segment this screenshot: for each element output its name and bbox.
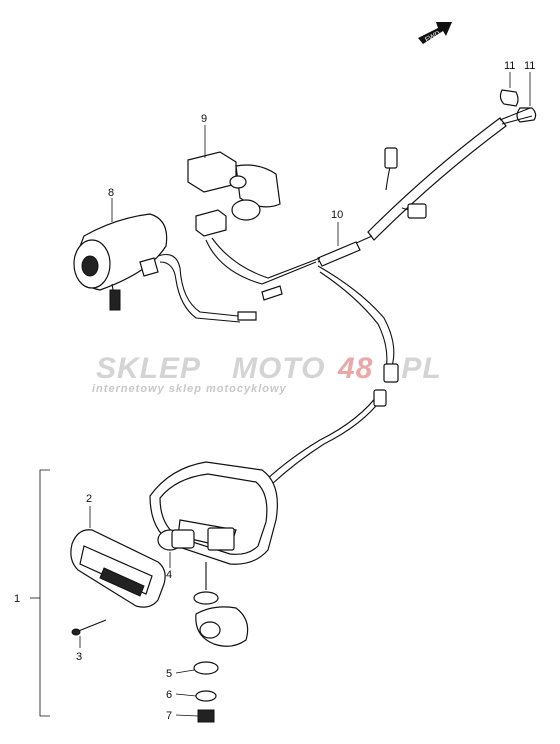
- watermark-part2: MOTO: [232, 352, 325, 385]
- callout-9: 9: [201, 113, 207, 125]
- lens: [70, 506, 166, 608]
- lamp-housing: [73, 198, 241, 323]
- connector-11a: [499, 72, 519, 107]
- callout-2: 2: [86, 493, 92, 505]
- group-bracket: [30, 469, 50, 717]
- callout-1: 1: [14, 593, 20, 605]
- relay-connector: [195, 209, 321, 285]
- callout-10: 10: [331, 209, 343, 221]
- watermark: SKLEP MOTO 48 .PL internetowy sklep moto…: [92, 352, 442, 395]
- callout-8: 8: [108, 187, 114, 199]
- callout-6: 6: [166, 689, 172, 701]
- tail-lamp-cable: [265, 265, 399, 485]
- watermark-tagline: internetowy sklep motocyklowy: [92, 383, 287, 395]
- fwd-label: FWD: [424, 30, 441, 44]
- watermark-part3: 48: [337, 352, 373, 385]
- callout-4: 4: [166, 569, 172, 581]
- watermark-part4: .PL: [392, 352, 442, 385]
- screw: [71, 619, 107, 648]
- connector-11b: [516, 72, 537, 123]
- callout-11b: 11: [524, 60, 535, 72]
- bulb: [157, 529, 195, 568]
- wiring-harness: [317, 107, 533, 267]
- fwd-arrow-icon: FWD: [418, 22, 452, 44]
- bracket-assembly: [193, 562, 249, 723]
- callout-3: 3: [76, 651, 82, 663]
- relay-unit: [187, 125, 281, 221]
- callout-11a: 11: [504, 60, 515, 72]
- watermark-part1: SKLEP: [96, 352, 201, 385]
- lamp-connectors: [237, 285, 283, 321]
- callout-7: 7: [166, 710, 172, 722]
- callout-5: 5: [166, 668, 172, 680]
